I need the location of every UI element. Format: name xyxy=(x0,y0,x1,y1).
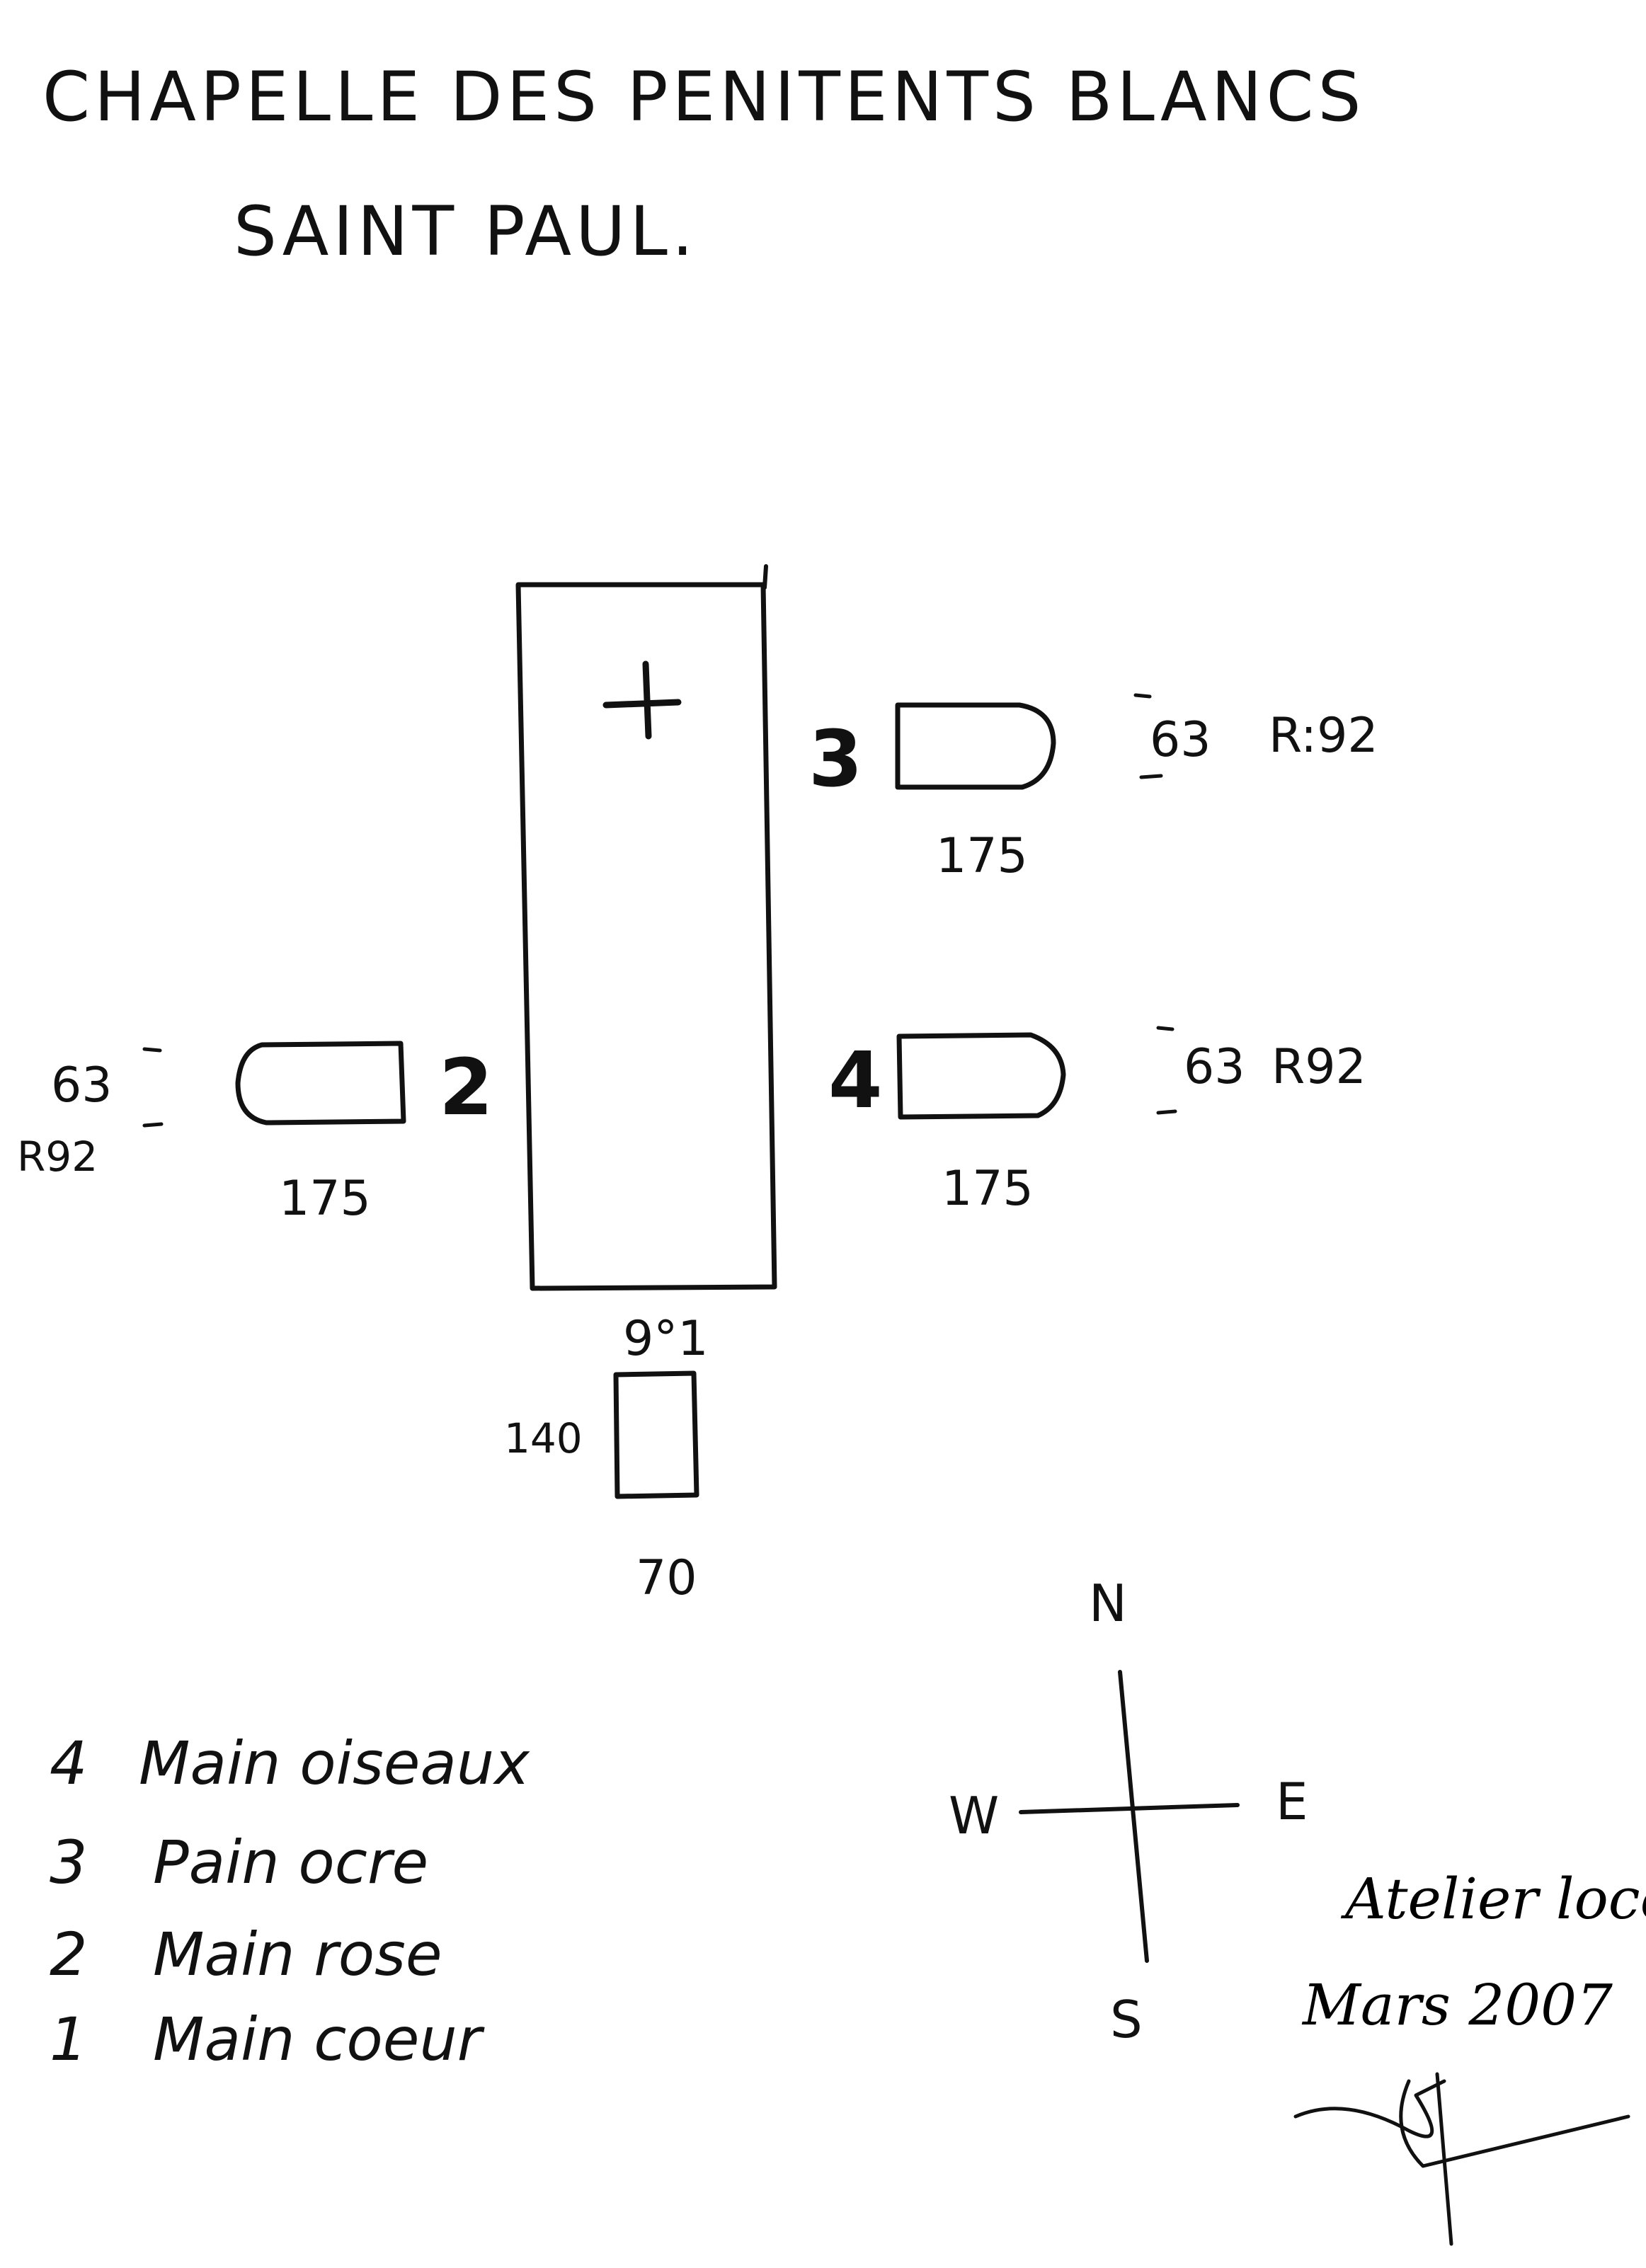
legend-number: 4 xyxy=(50,1729,87,1798)
table-3-shape xyxy=(895,702,1056,790)
table-2-height: 63 xyxy=(51,1058,113,1113)
legend-number: 2 xyxy=(50,1920,87,1989)
table-1-width: 70 xyxy=(636,1550,697,1606)
signature: Atelier loco Mars 2007 xyxy=(1293,1866,1646,2246)
table-4-width: 175 xyxy=(942,1161,1034,1217)
table-3-number: 3 xyxy=(808,714,863,804)
table-1-height: 140 xyxy=(504,1414,583,1462)
signature-line-2: Mars 2007 xyxy=(1301,1972,1613,2038)
title-line-2: SAINT PAUL. xyxy=(234,192,697,271)
compass-rose-icon: N S E W xyxy=(949,1574,1308,2049)
table-2-number: 2 xyxy=(439,1042,493,1133)
table-4-radius: R92 xyxy=(1271,1039,1366,1095)
table-3-height: 63 xyxy=(1150,712,1211,768)
compass-east: E xyxy=(1276,1772,1308,1831)
table-1-label: 9°1 xyxy=(623,1311,709,1367)
legend-text: Main coeur xyxy=(153,2005,485,2074)
compass-west: W xyxy=(949,1786,999,1845)
title-line-1: CHAPELLE DES PENITENTS BLANCS xyxy=(42,57,1365,137)
table-3-width: 175 xyxy=(936,828,1028,884)
table-2-height-marks xyxy=(142,1047,164,1128)
signature-scribble xyxy=(1293,2072,1630,2246)
legend-text: Pain ocre xyxy=(153,1828,428,1897)
legend-number: 3 xyxy=(50,1828,87,1897)
nave-rectangle xyxy=(515,582,777,1291)
table-2-width: 175 xyxy=(279,1171,371,1227)
table-4-shape xyxy=(896,1032,1066,1120)
legend-text: Main oiseaux xyxy=(139,1729,530,1798)
nave-corner-tick xyxy=(762,564,768,590)
table-3-radius: R:92 xyxy=(1269,708,1378,764)
table-2-shape xyxy=(235,1041,406,1126)
legend-number: 1 xyxy=(50,2005,87,2074)
table-4-height-marks xyxy=(1156,1026,1177,1115)
legend-text: Main rose xyxy=(153,1920,442,1989)
compass-south: S xyxy=(1110,1990,1143,2049)
table-3-height-marks xyxy=(1133,693,1163,779)
altar-cross-icon xyxy=(602,660,682,740)
table-1-shape xyxy=(613,1370,699,1499)
compass-north: N xyxy=(1089,1574,1127,1633)
signature-line-1: Atelier loco xyxy=(1340,1866,1646,1932)
table-4-number: 4 xyxy=(828,1035,883,1126)
legend: 4 Main oiseaux 3 Pain ocre 2 Main rose 1… xyxy=(50,1729,530,2074)
table-4-height: 63 xyxy=(1184,1039,1245,1095)
table-2-radius: R92 xyxy=(17,1133,98,1181)
